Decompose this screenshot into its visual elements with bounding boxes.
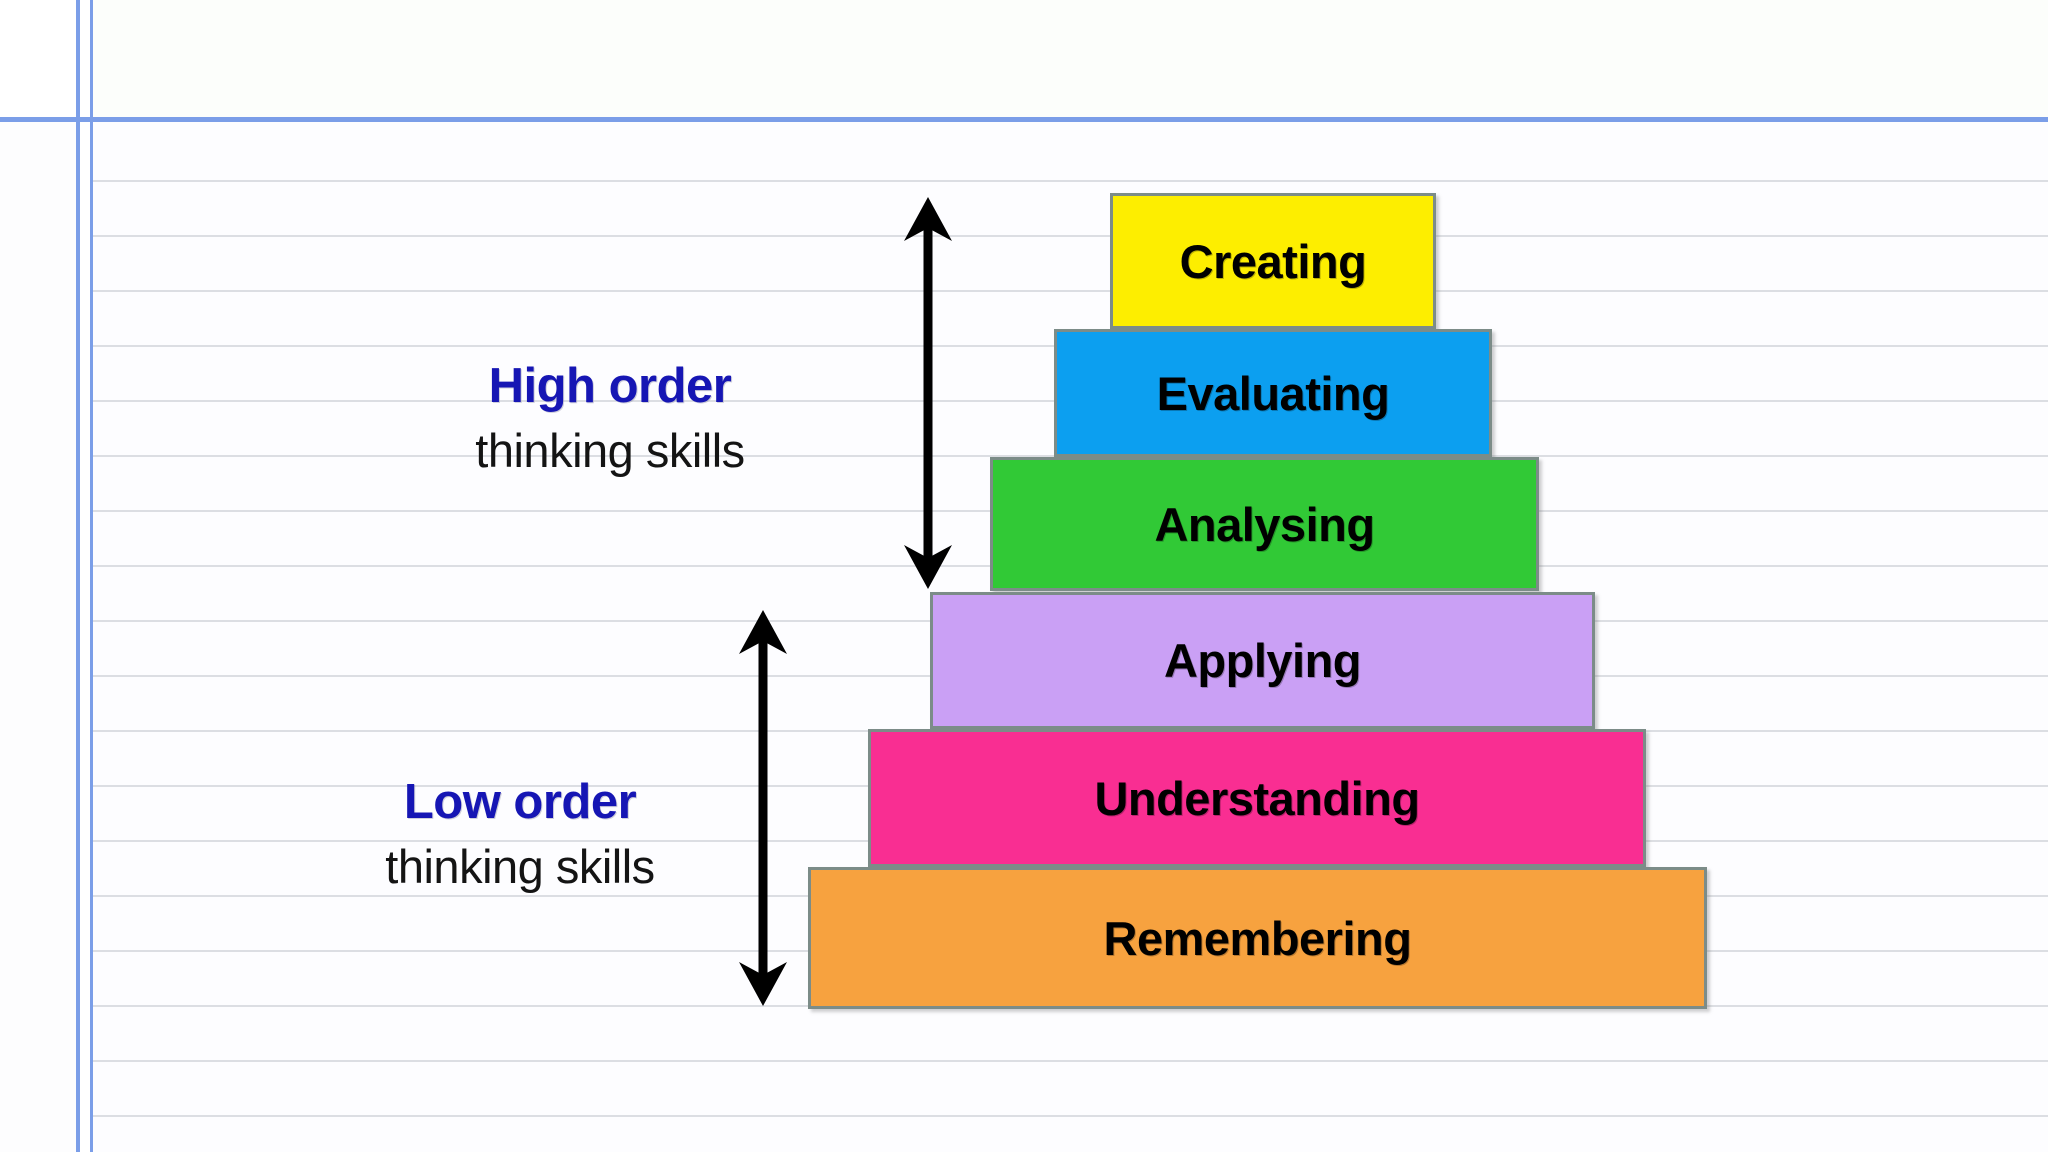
tier-remembering-label: Remembering [1103, 911, 1412, 965]
paper-header-rule [0, 117, 2048, 122]
tier-evaluating-label: Evaluating [1156, 366, 1390, 420]
paper-rule-line [93, 235, 2048, 237]
tier-creating[interactable]: Creating [1110, 193, 1436, 329]
low-order-heading: Low order [403, 775, 637, 829]
paper-left-gutter-lower [0, 121, 78, 1152]
tier-creating-label: Creating [1179, 234, 1367, 288]
paper-rule-line [93, 180, 2048, 182]
high-order-double-arrow-icon [904, 197, 952, 589]
tier-applying[interactable]: Applying [930, 592, 1595, 729]
low-order-label-group: Low order thinking skills [240, 775, 800, 893]
paper-margin-rule-left [76, 0, 80, 1152]
high-order-subheading: thinking skills [475, 424, 745, 477]
paper-rule-line [93, 290, 2048, 292]
high-order-label-group: High order thinking skills [330, 359, 890, 477]
tier-understanding-label: Understanding [1094, 771, 1420, 825]
tier-evaluating[interactable]: Evaluating [1054, 329, 1492, 457]
tier-understanding[interactable]: Understanding [868, 729, 1646, 867]
paper-rule-line [93, 1060, 2048, 1062]
paper-margin-rule-right [90, 0, 93, 1152]
high-order-heading: High order [488, 359, 732, 413]
low-order-subheading: thinking skills [385, 840, 655, 893]
tier-remembering[interactable]: Remembering [808, 867, 1707, 1009]
paper-rule-line [93, 1115, 2048, 1117]
tier-applying-label: Applying [1163, 634, 1362, 687]
tier-analysing-label: Analysing [1154, 497, 1375, 551]
low-order-double-arrow-icon [739, 610, 787, 1006]
tier-analysing[interactable]: Analysing [990, 457, 1539, 591]
